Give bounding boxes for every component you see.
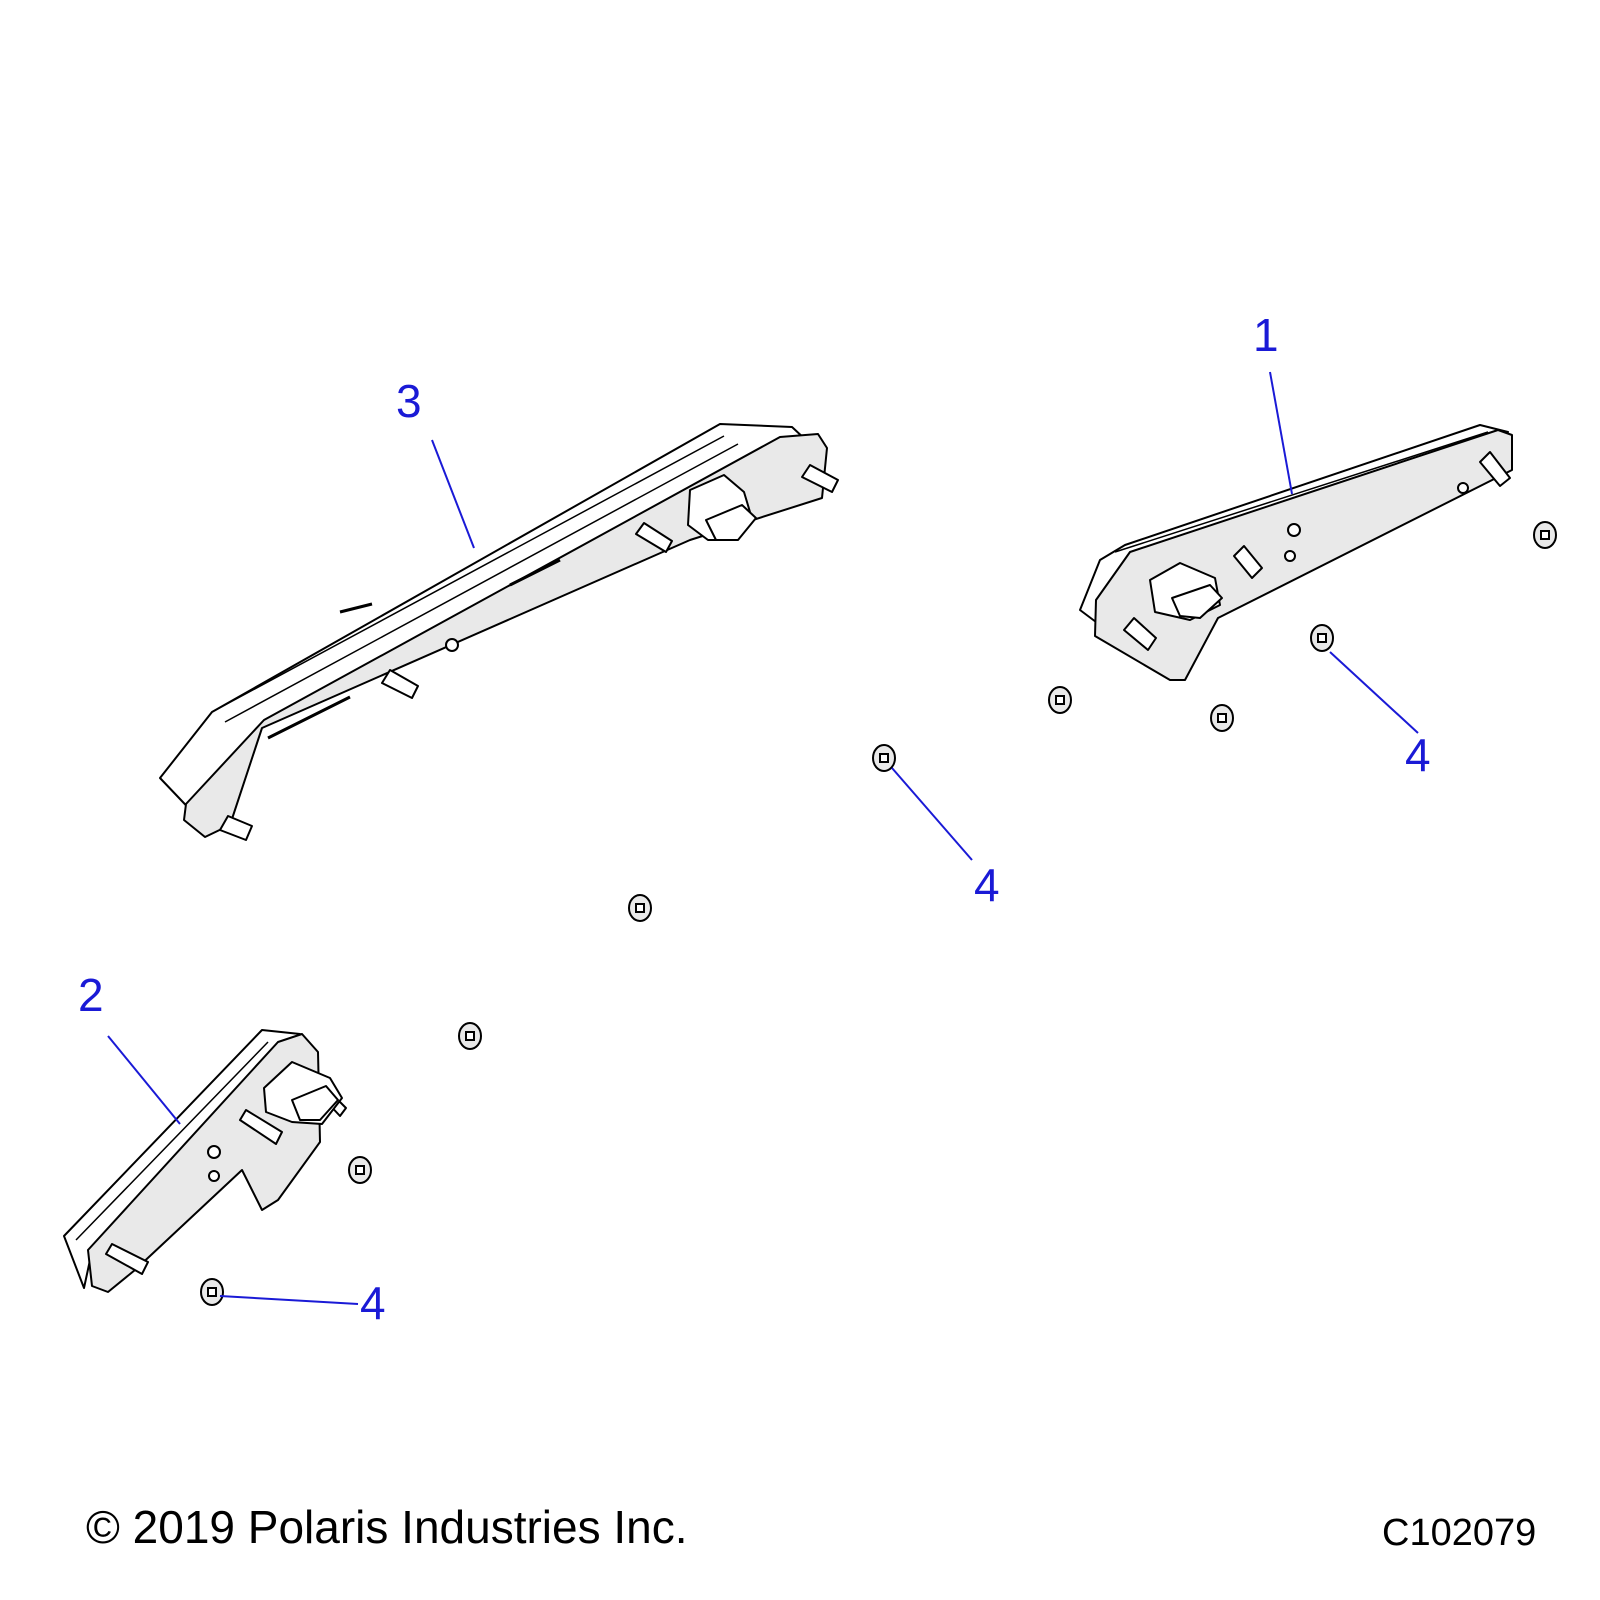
part-3-long-lamp — [159, 423, 839, 841]
callout-4: 4 — [360, 1277, 386, 1329]
callout-4: 4 — [1405, 729, 1431, 781]
leader-4b — [891, 767, 973, 861]
leader-1 — [1269, 371, 1293, 495]
part-2-left-lamp — [63, 1029, 347, 1293]
leader-2 — [107, 1035, 181, 1125]
callout-1: 1 — [1253, 309, 1279, 361]
leader-lines — [107, 371, 1419, 1305]
push-nut — [1533, 521, 1557, 549]
push-nut — [200, 1278, 224, 1306]
copyright-text: © 2019 Polaris Industries Inc. — [86, 1501, 688, 1553]
push-nut — [1210, 704, 1234, 732]
push-nut — [628, 894, 652, 922]
callout-2: 2 — [78, 969, 104, 1021]
callout-4: 4 — [974, 859, 1000, 911]
leader-4c — [219, 1295, 359, 1305]
leader-4a — [1329, 651, 1419, 734]
leader-3 — [431, 439, 475, 549]
push-nut — [1048, 686, 1072, 714]
part-1-right-lamp — [1079, 424, 1513, 681]
push-nut — [1310, 624, 1334, 652]
push-nut — [458, 1022, 482, 1050]
push-nut — [348, 1156, 372, 1184]
callout-3: 3 — [396, 375, 422, 427]
diagram-code: C102079 — [1382, 1512, 1537, 1554]
part-4-push-nuts — [200, 521, 1557, 1306]
push-nut — [872, 744, 896, 772]
